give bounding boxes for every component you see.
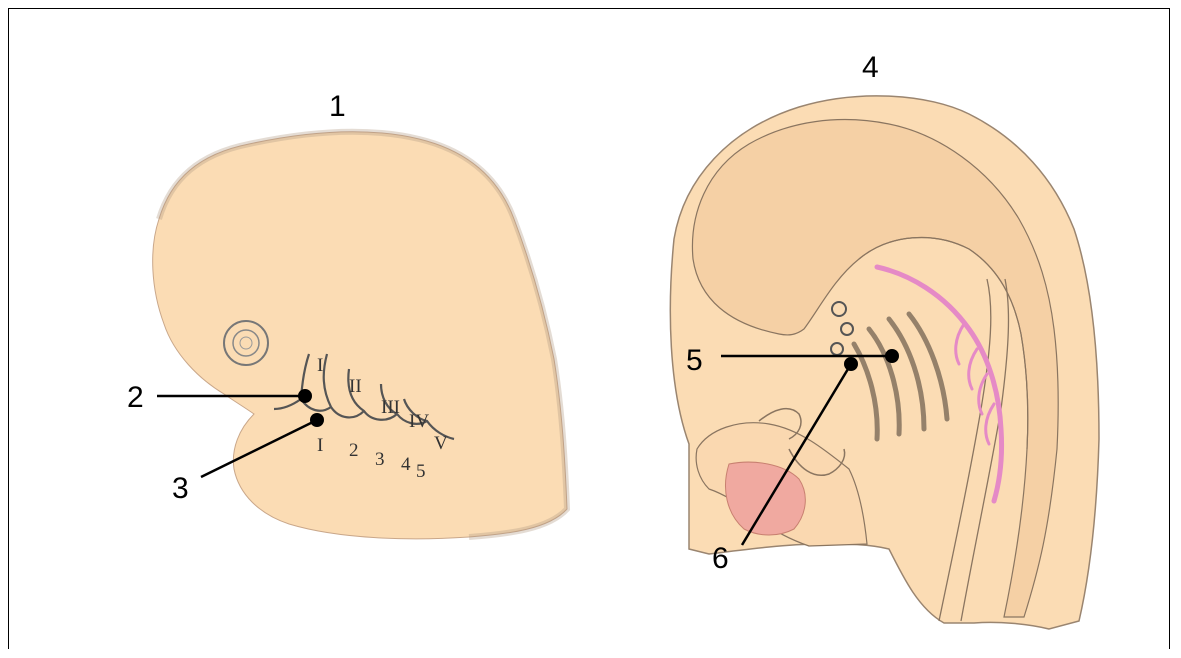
pouch-label-2: 2 (349, 440, 359, 461)
pointer-dot-5 (885, 349, 899, 363)
label-2: 2 (127, 381, 144, 414)
left-embryo: I II III IV V I 2 3 4 5 (153, 132, 567, 539)
right-embryo (670, 96, 1099, 629)
embryo-figure: I II III IV V I 2 3 4 5 (9, 9, 1181, 658)
label-5: 5 (686, 344, 703, 377)
pouch-label-1: I (317, 435, 323, 456)
figure-frame: I II III IV V I 2 3 4 5 (8, 8, 1170, 649)
pointer-dot-3 (310, 413, 324, 427)
pointer-dot-2 (298, 389, 312, 403)
label-4: 4 (862, 51, 879, 84)
arch-label-IV: IV (409, 411, 429, 432)
pouch-label-3: 3 (375, 449, 385, 470)
pouch-label-5: 5 (416, 461, 426, 482)
arch-label-I: I (317, 355, 323, 376)
arch-label-II: II (349, 376, 362, 397)
left-embryo-body (153, 132, 567, 539)
label-3: 3 (172, 472, 189, 505)
label-1: 1 (329, 90, 346, 123)
arch-label-III: III (381, 397, 400, 418)
arch-label-V: V (434, 433, 448, 454)
pointer-dot-6 (844, 357, 858, 371)
label-6: 6 (712, 542, 729, 575)
pouch-label-4: 4 (401, 454, 411, 475)
